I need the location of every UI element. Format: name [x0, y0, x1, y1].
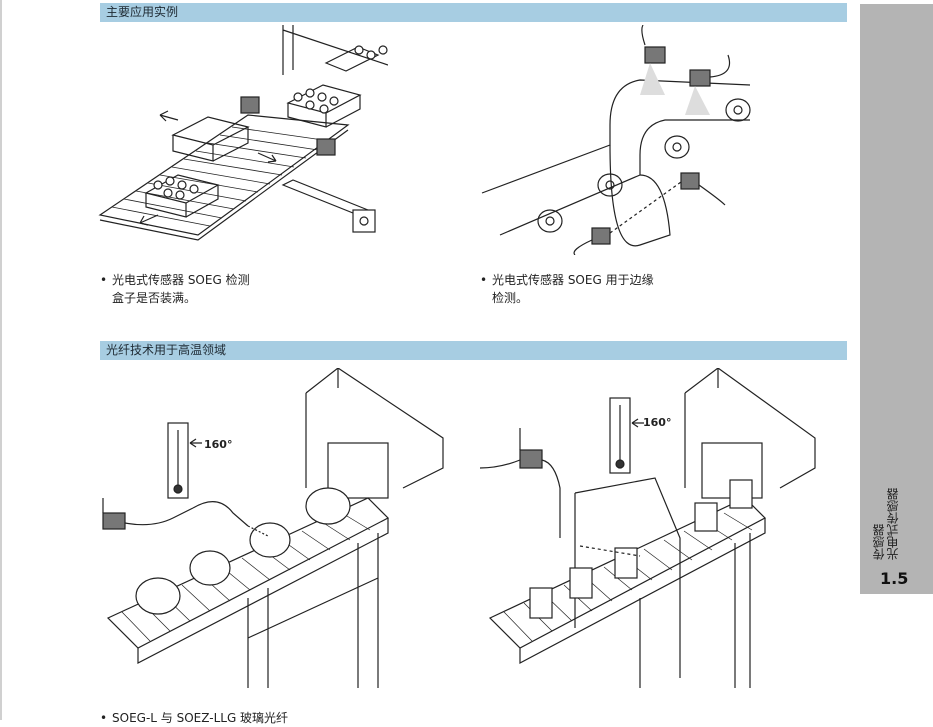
- thermometer-label-right: 160°: [643, 416, 672, 429]
- thermometer-label-left: 160°: [204, 438, 233, 451]
- caption-edge-detection: • 光电式传感器 SOEG 用于边缘 检测。: [480, 271, 720, 307]
- caption-bullet: •: [100, 273, 108, 287]
- caption-bullet: •: [480, 273, 488, 287]
- illustration-edge-detection: [480, 25, 770, 255]
- caption-box-fill: • 光电式传感器 SOEG 检测 盒子是否装满。: [100, 271, 340, 307]
- illustration-glass-fiber-oven: [98, 368, 448, 688]
- sidebar-chapter-title: 传感器 光电式传感器: [872, 488, 900, 560]
- chapter-sidebar: [860, 4, 933, 594]
- caption-glass-fiber: • SOEG-L 与 SOEZ-LLG 玻璃光纤: [100, 709, 400, 727]
- caption-text: 光电式传感器 SOEG 检测 盒子是否装满。: [112, 273, 250, 305]
- section-header-applications: 主要应用实例: [100, 3, 847, 22]
- caption-bullet: •: [100, 711, 108, 725]
- section-header-high-temperature: 光纤技术用于高温领域: [100, 341, 847, 360]
- sidebar-section-number: 1.5: [880, 569, 909, 588]
- page-left-rule: [0, 0, 2, 720]
- caption-text: 光电式传感器 SOEG 用于边缘 检测。: [492, 273, 654, 305]
- illustration-box-fill-detection: [98, 25, 388, 250]
- illustration-through-window: [480, 368, 830, 688]
- caption-text: SOEG-L 与 SOEZ-LLG 玻璃光纤: [112, 711, 289, 725]
